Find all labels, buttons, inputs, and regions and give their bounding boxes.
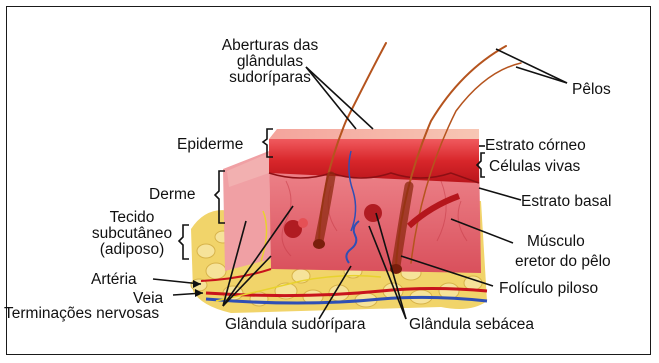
label-foliculo-piloso: Folículo piloso xyxy=(499,281,598,297)
label-celulas-vivas: Células vivas xyxy=(489,159,580,175)
label-epiderme: Epiderme xyxy=(177,137,243,153)
label-arteria: Artéria xyxy=(91,272,137,288)
label-tecido-subcutaneo: Tecido subcutâneo (adiposo) xyxy=(82,210,182,258)
label-estrato-basal: Estrato basal xyxy=(521,194,611,210)
label-terminacoes-nervosas: Terminações nervosas xyxy=(4,306,159,322)
figure-frame: Aberturas das glândulas sudoríparas Pêlo… xyxy=(6,6,651,355)
label-musculo-eretor: Músculo eretor do pêlo xyxy=(515,232,611,272)
label-glandula-sebacea: Glândula sebácea xyxy=(409,317,534,333)
label-glandula-sudoripara: Glândula sudorípara xyxy=(225,317,365,333)
label-estrato-corneo: Estrato córneo xyxy=(485,138,586,154)
label-aberturas: Aberturas das glândulas sudoríparas xyxy=(195,38,345,86)
label-derme: Derme xyxy=(149,187,196,203)
label-pelos: Pêlos xyxy=(572,82,611,98)
